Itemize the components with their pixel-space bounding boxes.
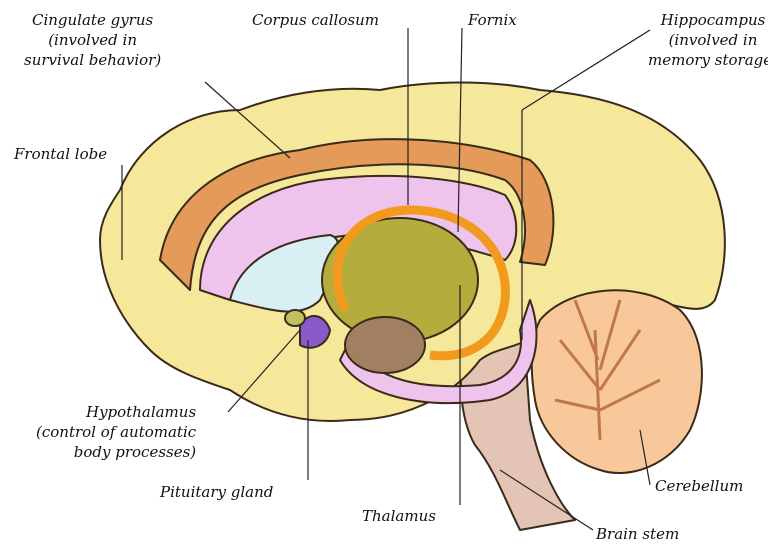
pituitary-gland-label: Pituitary gland — [160, 483, 274, 501]
brain-stem-label: Brain stem — [596, 525, 680, 543]
amygdala — [344, 316, 426, 374]
fornix — [332, 205, 510, 361]
label-title: Hippocampus — [660, 11, 766, 29]
cerebellum — [530, 289, 703, 475]
cingulate-gyrus-label: Cingulate gyrus (involved in survival be… — [24, 10, 161, 70]
label-line: body processes) — [73, 443, 197, 461]
label-title: Hypothalamus — [86, 403, 197, 421]
cingulate-gyrus — [159, 138, 555, 291]
label-line: (control of automatic — [36, 423, 197, 441]
hippocampus — [339, 299, 538, 405]
label-line: memory storage) — [648, 51, 768, 69]
frontal-lobe-label: Frontal lobe — [14, 145, 108, 163]
label-line: (involved in — [668, 31, 758, 49]
thalamus-label: Thalamus — [362, 507, 436, 525]
label-title: Cingulate gyrus — [31, 11, 154, 29]
cerebellum-arbor-vitae — [554, 299, 661, 441]
corpus-callosum-label: Corpus callosum — [252, 11, 379, 29]
pituitary-gland — [284, 309, 306, 327]
label-line: survival behavior) — [24, 51, 162, 69]
label-line: (involved in — [48, 31, 137, 49]
hippocampus-label: Hippocampus (involved in memory storage) — [648, 10, 768, 70]
hypothalamus — [299, 315, 331, 349]
fornix-label: Fornix — [468, 11, 517, 29]
leader-lines — [121, 27, 651, 531]
cerebellum-label: Cerebellum — [655, 477, 744, 495]
hypothalamus-label: Hypothalamus (control of automatic body … — [36, 402, 196, 462]
